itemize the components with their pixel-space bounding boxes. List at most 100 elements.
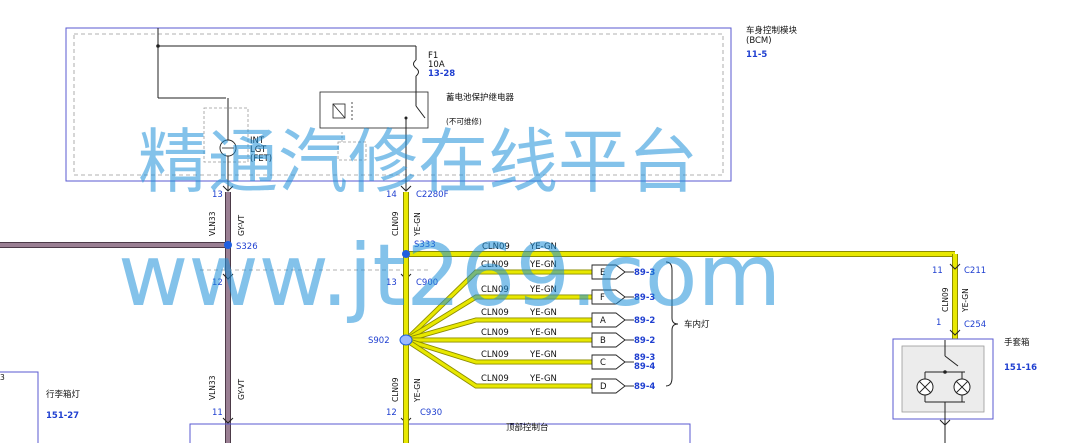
branch-ref[interactable]: 89-3 <box>634 353 655 363</box>
c254-pin: 1 <box>936 318 941 328</box>
vln33-circuit-upper: VLN33 <box>208 211 217 236</box>
bcm-pin-left: 13 <box>212 190 223 200</box>
c900-left-chevron <box>222 273 234 280</box>
bcm-box <box>65 27 732 182</box>
branch-wire[interactable] <box>404 270 592 342</box>
glovebox-wire-color: YE-GN <box>961 288 970 313</box>
branch-circuit: CLN09 <box>481 350 509 360</box>
bcm-title-line1: 车身控制模块 <box>746 25 798 36</box>
branch-connector[interactable] <box>591 312 626 328</box>
top-run-circuit: CLN09 <box>482 242 510 252</box>
relay-out-node <box>404 116 408 120</box>
glovebox-wire-circuit: CLN09 <box>941 287 950 312</box>
c930-pin-right: 12 <box>386 408 397 418</box>
relay-coil-diag <box>332 103 346 119</box>
trunk-lamp-ref[interactable]: 151-27 <box>46 411 79 421</box>
c211-chevron <box>949 263 961 270</box>
branch-connector[interactable] <box>591 264 626 280</box>
c930-left-chevron <box>222 417 234 424</box>
branch-color: YE-GN <box>529 328 557 338</box>
splice-s333[interactable] <box>402 250 410 258</box>
branch-wire[interactable] <box>405 338 592 388</box>
cln09-color-lower: YE-GN <box>413 378 422 403</box>
c254-name[interactable]: C254 <box>964 320 986 330</box>
trunk-lamp-box[interactable] <box>0 371 39 443</box>
branch-circuit: CLN09 <box>481 285 509 295</box>
c930-name[interactable]: C930 <box>420 408 442 418</box>
c900-pin-right: 13 <box>386 278 397 288</box>
fet-label: (FET) <box>250 154 272 164</box>
glovebox-inner <box>901 345 985 413</box>
branch-ref-2[interactable]: 89-4 <box>634 362 655 372</box>
interior-lamp-label: 车内灯 <box>684 319 710 330</box>
branch-letter: B <box>600 336 606 346</box>
fuse-name: F1 <box>428 51 438 61</box>
glovebox-label: 手套箱 <box>1004 337 1030 348</box>
branch-wire[interactable] <box>405 318 592 342</box>
relay-note: (不可维修) <box>446 116 482 126</box>
branch-ref[interactable]: 89-2 <box>634 336 655 346</box>
c900-name[interactable]: C900 <box>416 278 438 288</box>
splice-s902[interactable] <box>399 334 413 346</box>
branch-color: YE-GN <box>529 260 557 270</box>
bcm-title-line2: (BCM) <box>746 36 772 46</box>
splice-s902-label: S902 <box>368 336 390 346</box>
branch-letter: F <box>600 293 605 303</box>
bcm-pin-right-chevron <box>400 185 412 192</box>
relay-coil <box>332 103 346 119</box>
branch-circuit: CLN09 <box>481 308 509 318</box>
branch-wire[interactable] <box>405 295 592 342</box>
bcm-connector[interactable]: C2280F <box>416 190 449 200</box>
vln33-circuit-lower: VLN33 <box>208 375 217 400</box>
splice-s326-label: S326 <box>236 242 258 252</box>
lgt-label: LGT <box>250 145 267 155</box>
relay-box[interactable] <box>319 91 429 129</box>
c211-name[interactable]: C211 <box>964 266 986 276</box>
splice-s326[interactable] <box>224 241 232 249</box>
branch-ref[interactable]: 89-4 <box>634 382 655 392</box>
watermark-url: www.jt269.com <box>118 226 781 326</box>
branch-letter: E <box>600 268 605 278</box>
branch-color: YE-GN <box>529 285 557 295</box>
c211-pin: 11 <box>932 266 943 276</box>
bcm-ref[interactable]: 11-5 <box>746 50 767 60</box>
branch-wire[interactable] <box>405 338 592 364</box>
branch-ref[interactable]: 89-3 <box>634 268 655 278</box>
relay-ground-block <box>337 141 367 161</box>
fuse-f1-symbol[interactable] <box>413 59 419 77</box>
branch-connector[interactable] <box>591 378 626 394</box>
cln09-color-upper: YE-GN <box>413 212 422 237</box>
c930-pin-left: 11 <box>212 408 223 418</box>
branch-connector[interactable] <box>591 332 626 348</box>
branch-color: YE-GN <box>529 374 557 384</box>
bcm-pin-left-chevron <box>222 185 234 192</box>
branch-circuit: CLN09 <box>481 260 509 270</box>
top-run-color: YE-GN <box>529 242 557 252</box>
c900-pin-left: 12 <box>212 278 223 288</box>
int-label: INT <box>250 136 265 146</box>
fuse-rating: 10A <box>428 60 445 70</box>
branch-color: YE-GN <box>529 308 557 318</box>
overhead-console-label: 顶部控制台 <box>506 422 549 433</box>
fuse-ref[interactable]: 13-28 <box>428 69 455 79</box>
branch-letter: D <box>600 382 607 392</box>
branch-ref[interactable]: 89-3 <box>634 293 655 303</box>
lamp-bracket <box>665 261 679 387</box>
cln09-circuit-lower: CLN09 <box>391 377 400 402</box>
branch-connector[interactable] <box>591 289 626 305</box>
branch-circuit: CLN09 <box>481 328 509 338</box>
branch-circuit: CLN09 <box>481 374 509 384</box>
branch-connector[interactable] <box>591 354 626 370</box>
splice-s333-label: S333 <box>414 240 436 250</box>
trunk-lamp-edge-glyph: 3 <box>0 373 5 382</box>
relay-contact <box>415 105 426 119</box>
glovebox-ref[interactable]: 151-16 <box>1004 363 1037 373</box>
branch-ref[interactable]: 89-2 <box>634 316 655 326</box>
cln09-circuit-upper: CLN09 <box>391 211 400 236</box>
glovebox-ground-chevron <box>939 419 951 426</box>
glovebox-switch <box>944 355 959 367</box>
branch-letter: A <box>600 316 606 326</box>
bcm-pin-right: 14 <box>386 190 397 200</box>
glovebox-lamp-x-left <box>918 380 932 394</box>
